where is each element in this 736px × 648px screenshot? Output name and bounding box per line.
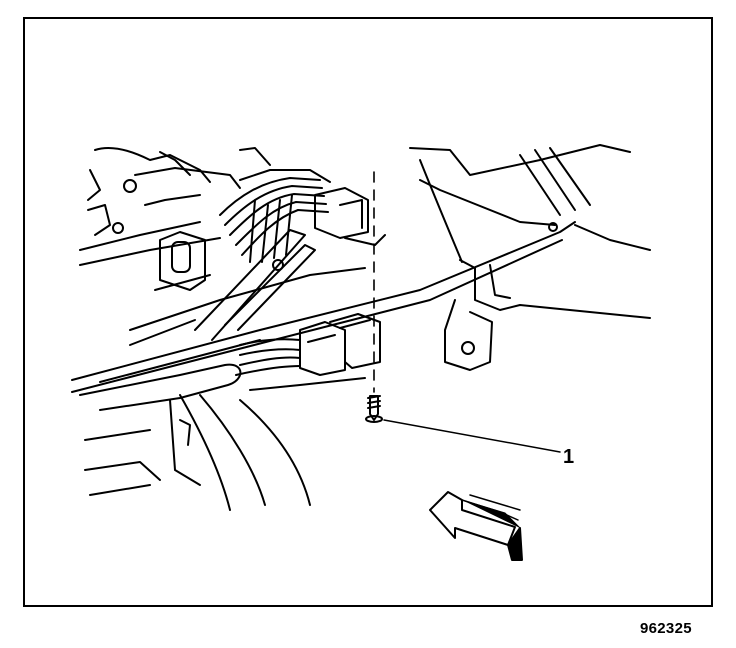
lower-duct [79, 363, 366, 511]
harness-bar [129, 229, 366, 346]
wire-harness-bundle [219, 169, 331, 263]
callout-leader-line [383, 419, 561, 453]
view-direction-arrow-icon [429, 491, 523, 561]
module-connectors [235, 313, 381, 376]
screw-fastener [365, 395, 383, 423]
figure-frame [23, 17, 713, 607]
mounting-bracket [154, 231, 211, 291]
upper-connector [314, 187, 386, 246]
right-bracket [419, 159, 651, 371]
figure-id: 962325 [640, 620, 692, 637]
cross-car-rail [71, 144, 651, 393]
background-dash-structure [79, 147, 271, 266]
callout-label-1: 1 [563, 446, 575, 468]
